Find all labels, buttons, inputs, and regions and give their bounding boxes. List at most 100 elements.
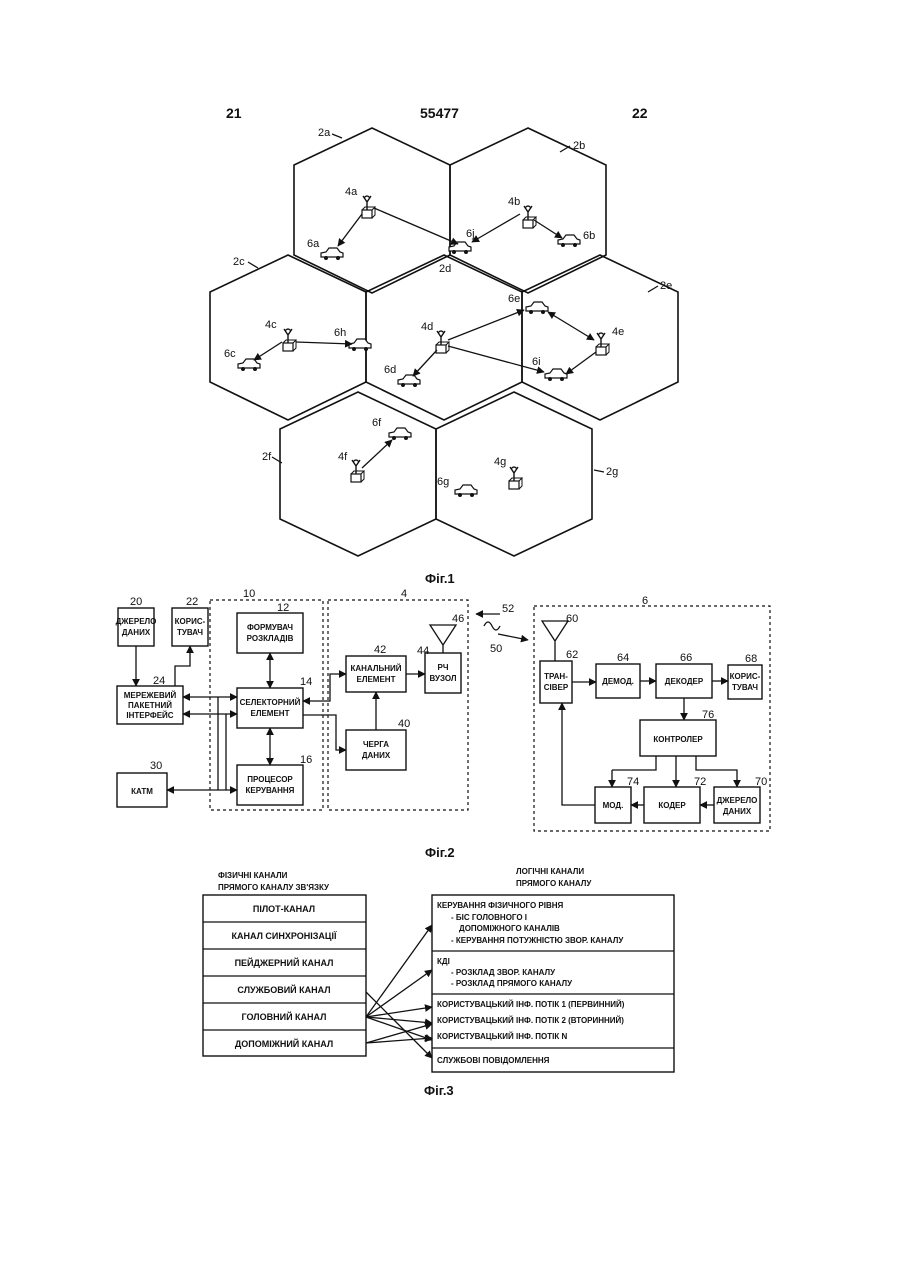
link-zigzag-icon: [484, 622, 500, 630]
block-22-text1: КОРИС-: [175, 617, 206, 626]
base-station-4g-icon: [509, 467, 522, 489]
block-12-num: 12: [277, 602, 289, 614]
mobile-6i-icon: [545, 369, 567, 381]
mobile-label-6c: 6c: [224, 348, 236, 360]
cell-2d: [366, 255, 522, 420]
block-44-text1: РЧ: [438, 663, 449, 672]
block-30-text1: КАТМ: [131, 787, 153, 796]
block-control-processor-16: [237, 765, 303, 805]
block-12-text1: ФОРМУВАЧ: [247, 623, 293, 632]
station-label-4g: 4g: [494, 456, 506, 468]
block-data-queue-40: [346, 730, 406, 770]
logical-user-stream-n: КОРИСТУВАЦЬКИЙ ІНФ. ПОТІК N: [437, 1032, 567, 1041]
base-station-4e-icon: [596, 333, 609, 355]
block-data-source-20: [118, 608, 154, 646]
block-24-num: 24: [153, 675, 165, 687]
block-70-num: 70: [755, 776, 767, 788]
logical-service-messages: СЛУЖБОВІ ПОВІДОМЛЕННЯ: [437, 1056, 550, 1065]
logical-user-stream-1: КОРИСТУВАЦЬКИЙ ІНФ. ПОТІК 1 (ПЕРВИННИЙ): [437, 1000, 625, 1009]
block-72-num: 72: [694, 776, 706, 788]
link-50-arrow: [498, 634, 528, 640]
block-66-num: 66: [680, 652, 692, 664]
station-label-4f: 4f: [338, 451, 348, 463]
mobile-6f-icon: [389, 428, 411, 440]
block-40-num: 40: [398, 718, 410, 730]
block-68-num: 68: [745, 653, 757, 665]
logical-phys-control-title: КЕРУВАННЯ ФІЗИЧНОГО РІВНЯ: [437, 901, 564, 910]
block-20-text1: ДЖЕРЕЛО: [116, 617, 157, 626]
block-24-text3: ІНТЕРФЕЙС: [126, 711, 173, 720]
logical-title-2: ПРЯМОГО КАНАЛУ: [516, 879, 592, 888]
cell-label-2e: 2e: [660, 280, 672, 292]
block-24-text2: ПАКЕТНИЙ: [128, 701, 172, 710]
physical-title-2: ПРЯМОГО КАНАЛУ ЗВ'ЯЗКУ: [218, 883, 330, 892]
station-label-4a: 4a: [345, 186, 358, 198]
block-12-text2: РОЗКЛАДІВ: [247, 634, 294, 643]
block-data-source-70: [714, 787, 760, 823]
mobile-6a-icon: [321, 248, 343, 260]
block-14-num: 14: [300, 676, 312, 688]
mobile-6h-icon: [349, 339, 371, 351]
mobile-label-6b: 6b: [583, 230, 595, 242]
station-label-4c: 4c: [265, 319, 277, 331]
logical-user-stream-2: КОРИСТУВАЦЬКИЙ ІНФ. ПОТІК 2 (ВТОРИННИЙ): [437, 1016, 624, 1025]
logical-kdi-title: КДІ: [437, 957, 450, 966]
physical-channel-pilot: ПІЛОТ-КАНАЛ: [253, 904, 315, 914]
station-label-4e: 4e: [612, 326, 624, 338]
block-64-num: 64: [617, 652, 629, 664]
cell-label-2b: 2b: [573, 140, 585, 152]
mobile-label-6e: 6e: [508, 293, 520, 305]
mobile-label-6j: 6j: [466, 228, 475, 240]
fig3-mapping-arrows: [366, 925, 432, 1058]
block-42-text1: КАНАЛЬНИЙ: [351, 664, 402, 673]
cell-label-2d: 2d: [439, 263, 451, 275]
cell-label-2g: 2g: [606, 466, 618, 478]
physical-channels-table: [203, 895, 366, 1056]
block-scheduler-12: [237, 613, 303, 653]
block-42-num: 42: [374, 644, 386, 656]
antenna-46-num: 46: [452, 613, 464, 625]
mobile-6g-icon: [455, 485, 477, 497]
block-62-num: 62: [566, 649, 578, 661]
mobile-6d-icon: [398, 375, 420, 387]
base-station-4f-icon: [351, 460, 364, 482]
logical-title-1: ЛОГІЧНІ КАНАЛИ: [516, 867, 584, 876]
mobile-6j-icon: [449, 242, 471, 254]
block-62-text1: ТРАН-: [544, 672, 568, 681]
fig3-caption: Фіг.3: [424, 1083, 454, 1098]
logical-phys-control-item2: - КЕРУВАННЯ ПОТУЖНІСТЮ ЗВОР. КАНАЛУ: [451, 936, 624, 945]
block-22-num: 22: [186, 596, 198, 608]
leader-2c: [248, 262, 258, 268]
antenna-60-num: 60: [566, 613, 578, 625]
block-76-text1: КОНТРОЛЕР: [653, 735, 703, 744]
group-6-label: 6: [642, 595, 648, 607]
block-76-num: 76: [702, 709, 714, 721]
block-transceiver-62: [540, 661, 572, 703]
block-16-num: 16: [300, 754, 312, 766]
station-label-4b: 4b: [508, 196, 520, 208]
group-4-box: [328, 600, 468, 810]
fig1-radio-links: [254, 208, 596, 468]
block-30-num: 30: [150, 760, 162, 772]
antenna-46-icon: [430, 625, 456, 653]
cell-label-2c: 2c: [233, 256, 245, 268]
cell-label-2f: 2f: [262, 451, 272, 463]
physical-channel-paging: ПЕЙДЖЕРНИЙ КАНАЛ: [235, 957, 334, 968]
base-station-4d-icon: [436, 331, 449, 353]
block-channel-element-42: [346, 656, 406, 692]
block-24-text1: МЕРЕЖЕВИЙ: [124, 691, 177, 700]
cell-label-2a: 2a: [318, 127, 331, 139]
block-66-text1: ДЕКОДЕР: [665, 677, 704, 686]
station-label-4d: 4d: [421, 321, 433, 333]
block-16-text1: ПРОЦЕСОР: [247, 775, 293, 784]
group-4-label: 4: [401, 588, 407, 600]
block-74-text1: МОД.: [603, 801, 624, 810]
block-70-text2: ДАНИХ: [723, 807, 752, 816]
physical-channel-main: ГОЛОВНИЙ КАНАЛ: [242, 1011, 327, 1022]
block-40-text2: ДАНИХ: [362, 751, 391, 760]
leader-2a: [332, 134, 342, 138]
block-72-text1: КОДЕР: [658, 801, 686, 810]
physical-channel-service: СЛУЖБОВИЙ КАНАЛ: [237, 984, 330, 995]
block-user-68: [728, 665, 762, 699]
